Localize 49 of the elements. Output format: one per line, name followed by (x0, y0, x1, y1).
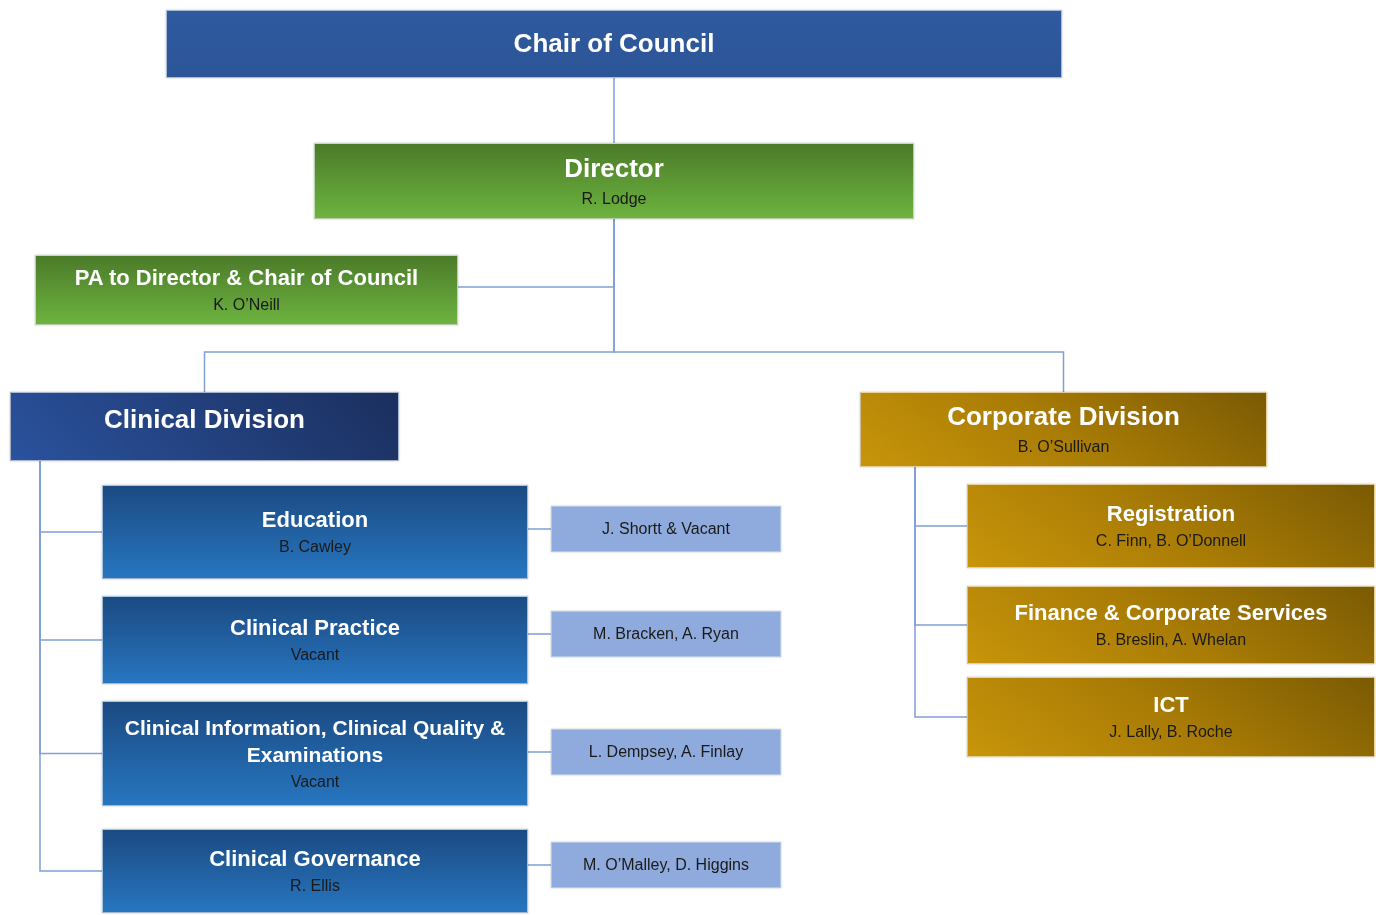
connector-line (527, 528, 552, 530)
org-unit-box (102, 701, 528, 806)
person-name: R. Lodge (581, 188, 647, 209)
person-name: B. O’Sullivan (1017, 437, 1110, 458)
unit-title: ICT (1153, 690, 1189, 719)
staff-box (551, 842, 781, 888)
connector-line (613, 77, 615, 144)
connector-line (527, 633, 552, 635)
staff-box (551, 506, 781, 552)
staff-names: L. Dempsey, A. Finlay (588, 741, 744, 762)
org-unit-box (967, 677, 1375, 757)
unit-title: Chair of Council (513, 27, 715, 61)
staff-names: M. O’Malley, D. Higgins (583, 854, 749, 875)
person-name: B. Breslin, A. Whelan (1095, 630, 1247, 651)
staff-names: J. Shortt & Vacant (602, 518, 730, 539)
org-unit-box (102, 829, 528, 913)
unit-title: Clinical Practice (230, 613, 400, 642)
org-unit-box (314, 143, 914, 219)
connector-line (527, 751, 552, 753)
org-unit-box (166, 10, 1062, 78)
connector-line (613, 218, 1065, 393)
unit-title: Clinical Governance (209, 844, 421, 873)
org-unit-box (35, 255, 458, 325)
org-unit-box (102, 485, 528, 579)
unit-title: Clinical Information, Clinical Quality & Examinations (123, 715, 507, 769)
org-unit-box (967, 484, 1375, 568)
unit-title: Finance & Corporate Services (1014, 598, 1328, 627)
person-name: K. O’Neill (213, 295, 280, 316)
connector-line (914, 466, 968, 718)
connector-line (527, 864, 552, 866)
person-name: B. Cawley (279, 537, 351, 558)
person-name: J. Lally, B. Roche (1109, 722, 1233, 743)
org-unit-box (102, 596, 528, 684)
org-unit-box (967, 586, 1375, 664)
unit-title: Director (564, 151, 664, 185)
staff-box (551, 729, 781, 775)
org-unit-box (860, 392, 1267, 467)
unit-title: Clinical Division (104, 403, 305, 436)
person-name: Vacant (290, 771, 340, 792)
staff-box (551, 611, 781, 657)
unit-title: PA to Director & Chair of Council (74, 263, 419, 292)
person-name: R. Ellis (290, 876, 340, 897)
unit-title: Education (261, 505, 369, 534)
unit-title: Corporate Division (947, 400, 1180, 434)
person-name: Vacant (290, 645, 340, 666)
person-name: C. Finn, B. O’Donnell (1095, 531, 1247, 552)
unit-title: Registration (1106, 499, 1236, 528)
org-unit-box (10, 392, 399, 461)
staff-names: M. Bracken, A. Ryan (593, 623, 739, 644)
